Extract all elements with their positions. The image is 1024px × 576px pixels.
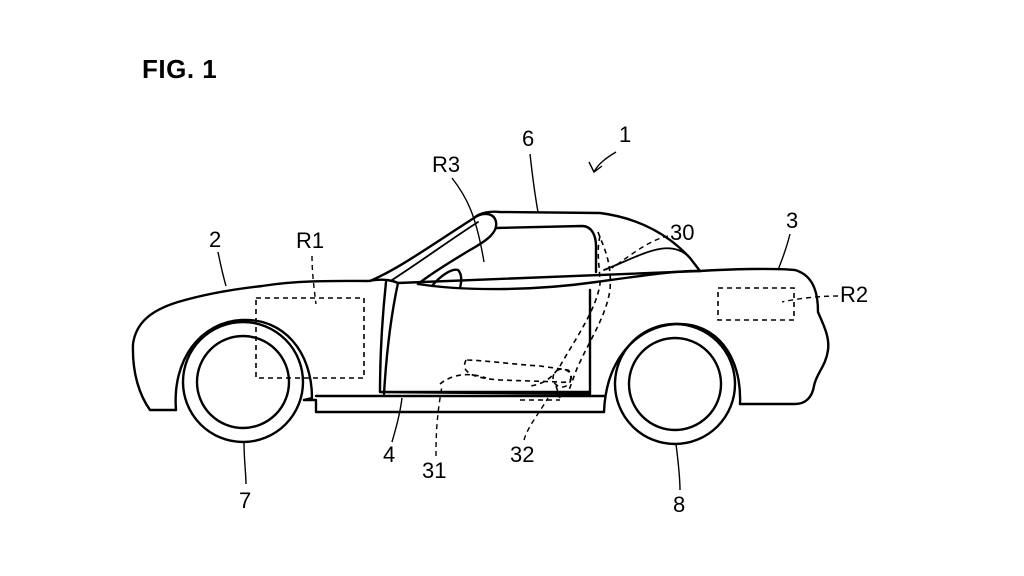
beltline	[416, 269, 702, 291]
seat-cushion-lower-dashed	[439, 373, 487, 385]
region-r1-box	[255, 297, 365, 379]
leader-32	[523, 397, 549, 441]
label-region-r2: R2	[840, 282, 868, 307]
leader-2	[217, 251, 227, 287]
leader-1-arrowhead	[588, 161, 603, 174]
label-front-wheel-7: 7	[239, 488, 251, 513]
seat-rail-dashed	[520, 385, 566, 401]
front-rim	[195, 334, 291, 430]
label-roof-6: 6	[522, 126, 534, 151]
front-wheel-arch	[174, 318, 314, 412]
label-front-body-2: 2	[209, 227, 221, 252]
windshield-frame	[368, 212, 498, 286]
door-outline	[378, 280, 592, 396]
label-seat-rail-32: 32	[510, 442, 534, 467]
leader-1-arrow	[593, 151, 617, 173]
leader-30	[611, 235, 669, 269]
leader-4	[391, 397, 403, 443]
seat-pivot-dashed	[552, 368, 572, 388]
roof-seam	[603, 247, 691, 271]
leader-3	[777, 233, 791, 271]
figure-title: FIG. 1	[142, 54, 218, 84]
leader-7	[243, 441, 247, 485]
leader-r1	[311, 255, 317, 305]
label-door-4: 4	[383, 442, 395, 467]
seat-back-inner-dashed	[529, 235, 601, 387]
leader-6	[529, 153, 539, 213]
region-r2-box	[717, 287, 795, 321]
leader-r2	[781, 295, 839, 303]
door-front-edge	[382, 281, 400, 396]
seat-back-dashed	[567, 231, 612, 393]
roof-outline	[472, 210, 702, 273]
rear-rim	[627, 336, 723, 432]
windshield-inner	[391, 221, 479, 281]
steering-wheel	[430, 268, 463, 290]
label-region-r1: R1	[296, 228, 324, 253]
label-rear-wheel-8: 8	[673, 492, 685, 517]
leader-r3	[451, 177, 485, 263]
label-vehicle-1: 1	[619, 122, 631, 147]
car-body-outline	[131, 267, 830, 414]
rear-tire	[613, 322, 737, 446]
label-seat-30: 30	[670, 220, 694, 245]
leader-8	[675, 443, 681, 491]
label-rear-body-3: 3	[786, 208, 798, 233]
label-seat-cushion-31: 31	[422, 458, 446, 483]
label-region-r3: R3	[432, 152, 460, 177]
roof-inner-window	[494, 224, 598, 274]
front-tire	[181, 320, 305, 444]
leader-31	[435, 385, 443, 457]
